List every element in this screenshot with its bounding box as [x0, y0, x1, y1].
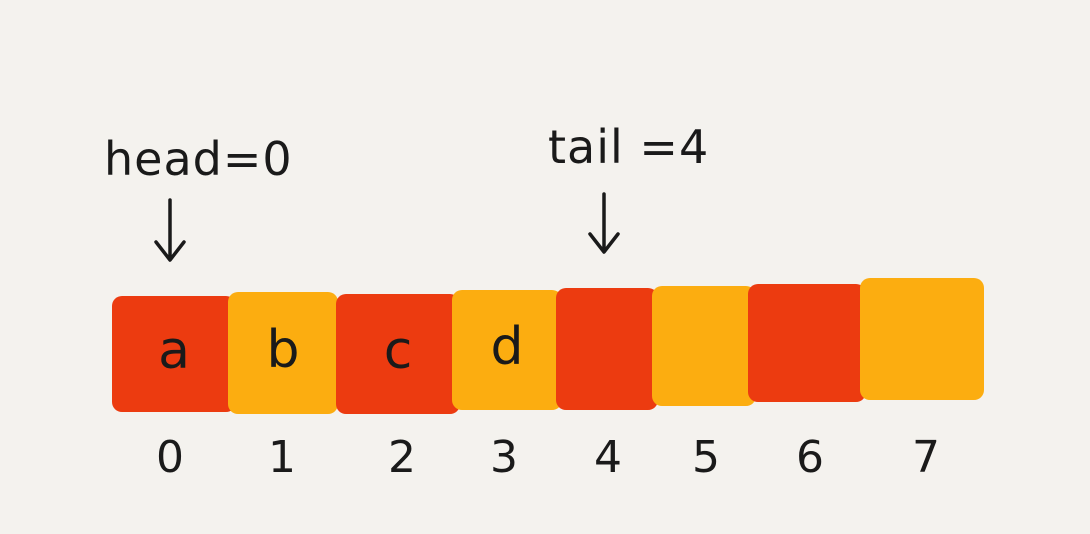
head-arrow-icon — [154, 198, 186, 262]
head-pointer-label: head=0 — [104, 132, 293, 186]
array-cell-5 — [652, 286, 756, 406]
array-cell-7 — [860, 278, 984, 400]
array-cell-0: a — [112, 296, 236, 412]
array-cell-6 — [748, 284, 866, 402]
array-cell-2: c — [336, 294, 460, 414]
array-cell-4 — [556, 288, 658, 410]
cell-value: d — [490, 317, 524, 377]
array-cell-3: d — [452, 290, 562, 410]
array-index-3: 3 — [490, 432, 518, 483]
array-index-4: 4 — [594, 432, 622, 483]
array-cell-1: b — [228, 292, 338, 414]
array-index-7: 7 — [912, 432, 940, 483]
cell-value: b — [266, 320, 300, 380]
array-index-5: 5 — [692, 432, 720, 483]
cell-value: c — [383, 321, 413, 381]
cell-value: a — [158, 321, 190, 381]
array-index-1: 1 — [268, 432, 296, 483]
tail-pointer-label: tail =4 — [548, 120, 710, 174]
array-index-2: 2 — [388, 432, 416, 483]
array-index-0: 0 — [156, 432, 184, 483]
tail-arrow-icon — [588, 192, 620, 254]
array-index-6: 6 — [796, 432, 824, 483]
